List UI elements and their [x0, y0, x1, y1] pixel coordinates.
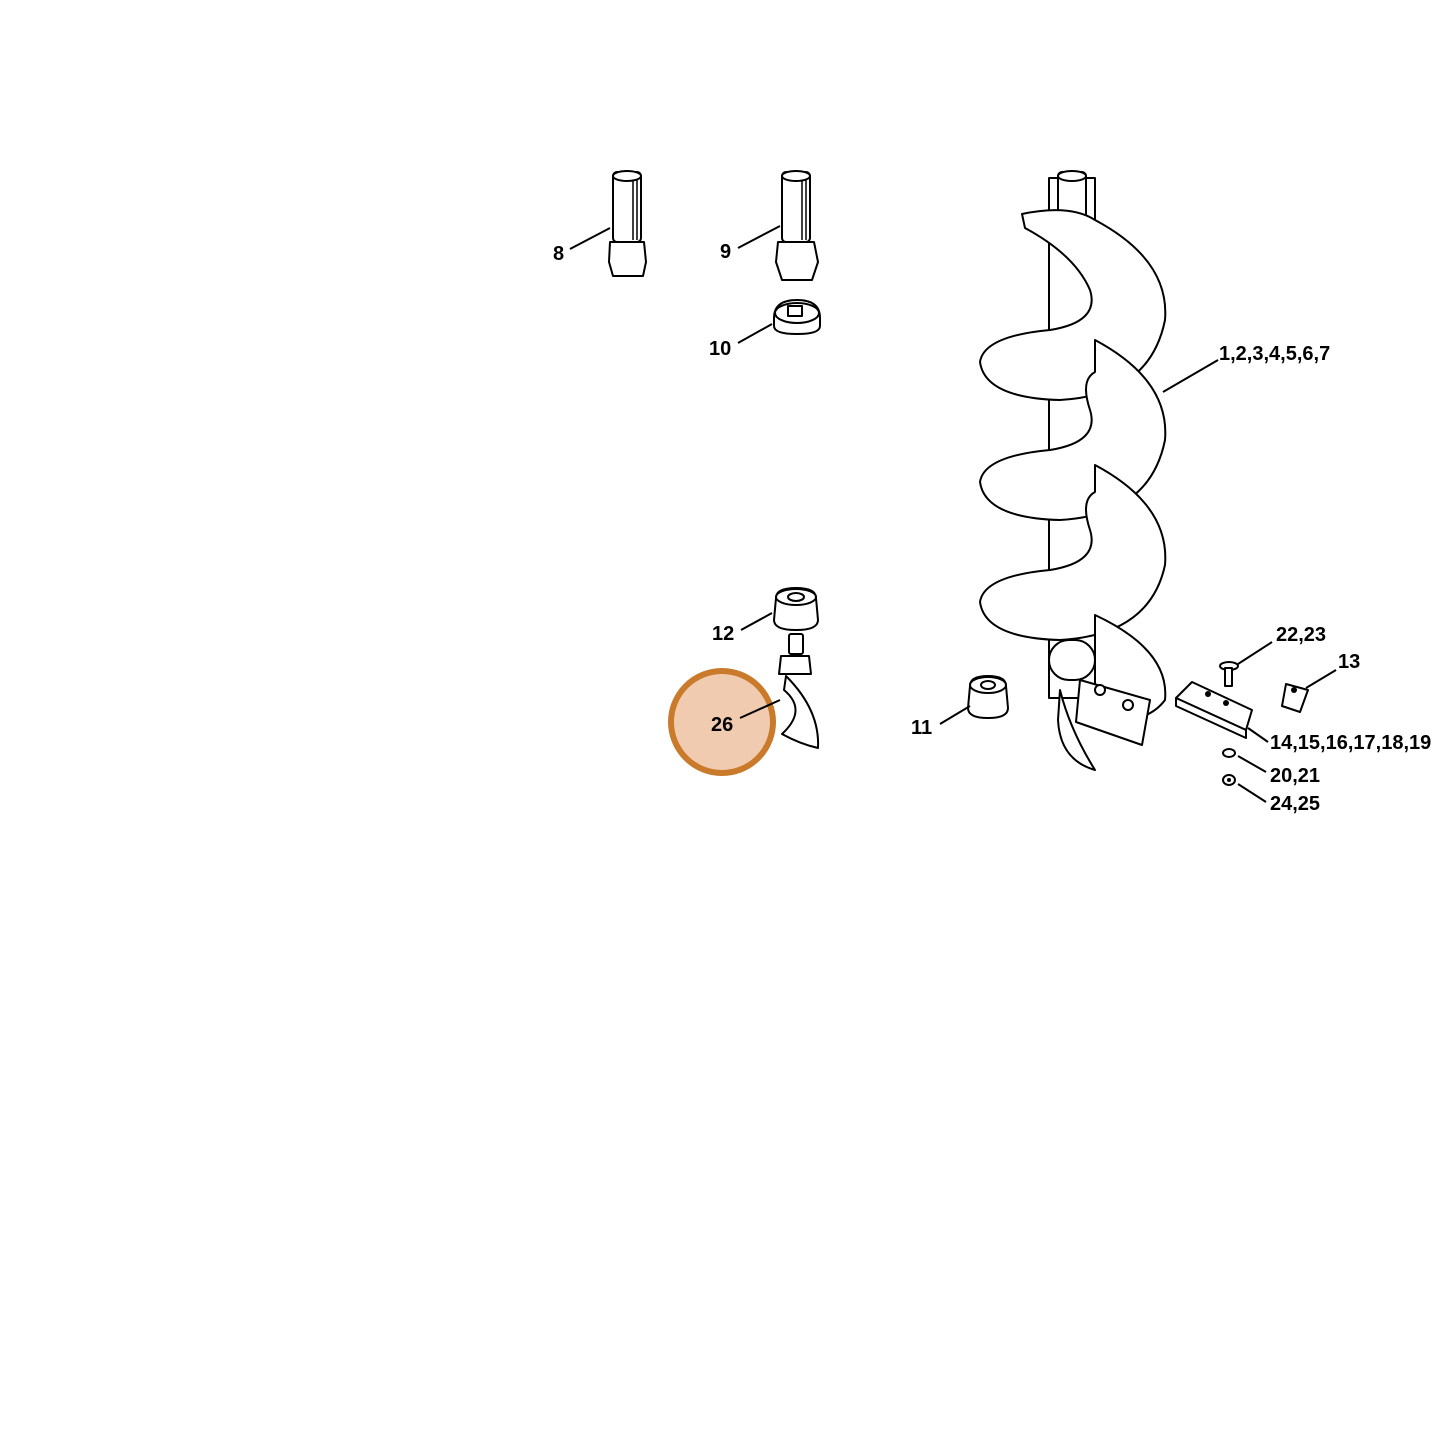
leader-line-24-25 — [1237, 783, 1267, 803]
callout-26[interactable]: 26 — [711, 714, 733, 736]
callout-20-21[interactable]: 20,21 — [1270, 765, 1320, 787]
leader-line-13 — [1305, 669, 1337, 689]
part-24-25-nut[interactable] — [1222, 774, 1236, 786]
callout-10[interactable]: 10 — [709, 338, 731, 360]
leader-line-9 — [737, 225, 781, 249]
leader-line-14-19 — [1247, 727, 1269, 743]
callout-8[interactable]: 8 — [553, 243, 564, 265]
callout-9[interactable]: 9 — [720, 241, 731, 263]
part-22-23-screw[interactable] — [1219, 661, 1239, 687]
part-12-threaded-sleeve[interactable] — [773, 587, 819, 631]
part-13-cutter-tip[interactable] — [1281, 683, 1309, 713]
callout-13[interactable]: 13 — [1338, 651, 1360, 673]
part-11-threaded-sleeve[interactable] — [967, 675, 1009, 719]
part-10-coupling-washer[interactable] — [773, 299, 821, 335]
callout-22-23[interactable]: 22,23 — [1276, 624, 1326, 646]
part-14-19-cutting-blade[interactable] — [1175, 681, 1253, 739]
leader-line-26 — [739, 699, 781, 719]
part-26-center-point[interactable] — [778, 633, 820, 749]
leader-line-22-23 — [1237, 641, 1273, 665]
leader-line-1-7 — [1162, 359, 1219, 393]
part-8-adapter-shaft[interactable] — [608, 170, 647, 277]
leader-line-11 — [939, 705, 971, 725]
auger-assembly[interactable] — [979, 170, 1167, 771]
part-9-adapter-shaft[interactable] — [775, 170, 819, 281]
callout-24-25[interactable]: 24,25 — [1270, 793, 1320, 815]
leader-line-10 — [737, 323, 773, 344]
part-20-21-washer[interactable] — [1222, 748, 1236, 758]
callout-11[interactable]: 11 — [911, 717, 932, 739]
highlight-marker — [668, 668, 776, 776]
leader-line-12 — [740, 612, 773, 631]
callout-1-7[interactable]: 1,2,3,4,5,6,7 — [1219, 343, 1330, 365]
callout-14-19[interactable]: 14,15,16,17,18,19 — [1270, 732, 1431, 754]
leader-line-20-21 — [1237, 755, 1267, 773]
callout-12[interactable]: 12 — [712, 623, 734, 645]
leader-line-8 — [569, 227, 611, 250]
